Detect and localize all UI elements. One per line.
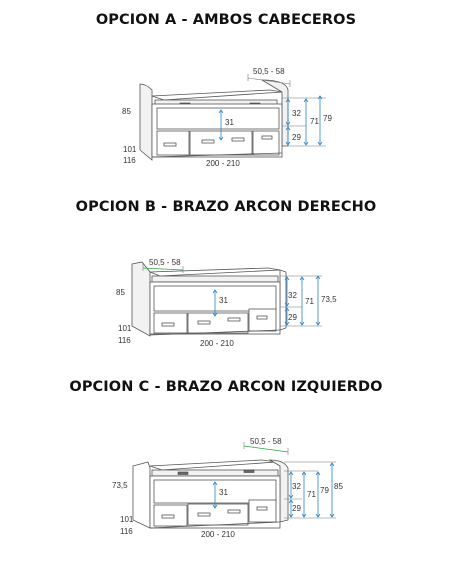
dim-c-mid: 71 <box>307 490 316 499</box>
title-option-c: OPCION C - BRAZO ARCON IZQUIERDO <box>69 379 383 395</box>
dim-b-upper: 32 <box>288 291 297 300</box>
dim-a-inner: 31 <box>225 118 234 127</box>
dim-c-alt: 79 <box>320 486 329 495</box>
dim-c-depth-116: 116 <box>120 527 133 536</box>
dim-a-mid: 71 <box>310 117 319 126</box>
dim-b-inner: 31 <box>219 296 228 305</box>
bed-drawing-option-b <box>131 261 287 337</box>
dimensions-option-b: 50,5 - 58 85 101 116 200 - 210 31 32 29 … <box>116 258 337 348</box>
dimensions-option-a: 50,5 - 58 85 101 116 200 - 210 31 32 29 … <box>122 67 332 168</box>
bed-drawing-option-a <box>139 79 289 161</box>
dim-c-top: 50,5 - 58 <box>250 437 282 446</box>
dim-b-mid: 71 <box>305 297 314 306</box>
dimensions-option-c: 50,5 - 58 73,5 101 116 200 - 210 31 32 2… <box>112 437 343 539</box>
dim-b-top: 50,5 - 58 <box>149 258 181 267</box>
dim-b-total: 73,5 <box>321 295 337 304</box>
dim-b-lower: 29 <box>288 313 297 322</box>
dim-a-upper: 32 <box>292 109 301 118</box>
dim-b-depth-101: 101 <box>118 324 132 333</box>
dim-c-width: 200 - 210 <box>201 530 235 539</box>
dim-a-total: 79 <box>323 114 332 123</box>
dim-c-total: 85 <box>334 482 343 491</box>
title-option-a: OPCION A - AMBOS CABECEROS <box>95 12 357 28</box>
dim-c-lower: 29 <box>292 504 301 513</box>
title-option-b: OPCION B - BRAZO ARCON DERECHO <box>75 199 377 215</box>
dim-a-width: 200 - 210 <box>206 159 240 168</box>
dim-c-inner: 31 <box>219 488 228 497</box>
dim-a-top: 50,5 - 58 <box>253 67 285 76</box>
bed-drawing-option-c <box>132 459 289 529</box>
dim-c-upper: 32 <box>292 482 301 491</box>
dim-a-lower: 29 <box>292 133 301 142</box>
dim-c-left-height: 73,5 <box>112 481 128 490</box>
dim-a-left-height: 85 <box>122 107 131 116</box>
dim-b-left-height: 85 <box>116 288 125 297</box>
dim-b-depth-116: 116 <box>118 336 131 345</box>
dim-a-depth-101: 101 <box>123 145 137 154</box>
dim-a-depth-116: 116 <box>123 156 136 165</box>
dim-c-depth-101: 101 <box>120 515 134 524</box>
dim-b-width: 200 - 210 <box>200 339 234 348</box>
